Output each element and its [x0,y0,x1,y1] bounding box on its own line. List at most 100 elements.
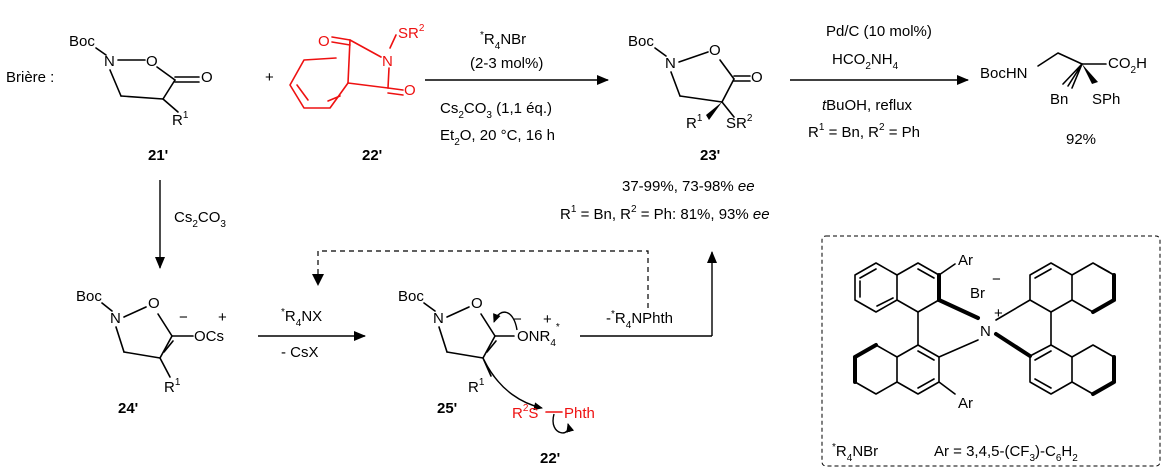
nh-sub: 4 [893,61,899,72]
minus: - [606,310,611,327]
bromide-charge: − [992,271,1001,288]
eq-ph: = Ph [885,124,920,141]
ar-def-c: H [1061,443,1072,460]
electron-arrow-enolate [493,311,518,331]
star: * [556,322,560,333]
anion-charge: − [513,311,522,328]
compound-23: Boc N O O R1 SR2 23' [628,33,763,164]
cs: Cs [440,100,458,117]
carbonyl-o-top: O [318,33,330,50]
ar-upper: Ar [958,252,973,269]
yield-ee: 37-99%, 73-98% [622,178,738,195]
sph-label: SPh [1092,91,1120,108]
r1: R [808,124,819,141]
et-sub: 2 [454,137,460,148]
compound-label-24: 24' [118,400,138,417]
r2s-label: R2S [512,403,538,422]
r-label: R1 [172,110,189,129]
r2-sup: 2 [879,122,885,133]
product-amino-acid: BocHN CO2H Bn SPh 92% [980,52,1147,148]
star: * [281,307,285,318]
s-letter: S [528,405,538,422]
ar-def-b: )-C [1035,443,1056,460]
nbr: NBr [852,443,878,460]
ring-o: O [146,53,158,70]
carbonyl-o-right: O [404,82,416,99]
compound-22: SR2 N O O 22' [289,23,425,164]
r-superscript: 1 [183,110,189,121]
r-superscript: 2 [523,403,529,414]
co-sub: 3 [220,219,226,230]
ammonium-n: N [980,323,991,340]
base-reagent: Cs2CO3 (1,1 éq.) [440,100,552,121]
nphth: NPhth [631,310,673,327]
boc-label: Boc [398,288,424,305]
ammonium-charge: + [994,305,1003,322]
catalyst-label: *R4NBr [832,442,878,464]
r-letter: R [615,310,626,327]
h: H [1136,55,1147,72]
bn-label: Bn [1050,91,1068,108]
ar-lower: Ar [958,395,973,412]
ring-n: N [104,53,115,70]
imide-n: N [382,53,393,70]
s-label: SR2 [398,23,425,42]
ocs-label: OCs [194,328,224,345]
catalyst-reagent: *R4NBr [480,30,526,52]
r-subscript: 4 [495,41,501,52]
ee-italic: ee [738,178,755,195]
ee-italic: ee [753,206,770,223]
ar-def-a: Ar = 3,4,5-(CF [934,443,1029,460]
r1-sup: 1 [571,204,577,215]
r-letter: R [512,405,523,422]
csx-byproduct: - CsX [281,344,319,361]
r-superscript: 2 [419,23,425,34]
nbr: NBr [500,31,526,48]
r-superscript: 1 [479,377,485,388]
co-sub: 3 [486,110,492,121]
co: CO [464,100,487,117]
ring-o: O [471,295,483,312]
release-label: -*R4NPhth [606,309,673,331]
solvent: tBuOH, reflux [822,97,913,114]
cf-sub: 3 [1029,453,1035,464]
co-sub: 2 [1131,65,1137,76]
r-letter: R [285,308,296,325]
nx: NX [301,308,322,325]
eq-ph-yield: = Ph: 81%, 93% [637,206,753,223]
compound-24: Boc N O OCs − + R1 24' [76,288,227,417]
r-letter: R [408,25,419,42]
boc-label: Boc [69,33,95,50]
ring-n: N [433,310,444,327]
r-subscript: 4 [847,453,853,464]
electrophile-22: R2S Phth 22' [512,403,595,467]
plus-sign: + [265,69,274,86]
cation-charge: + [543,311,552,328]
carbonyl-o: O [751,69,763,86]
r1: R [560,206,571,223]
r-subscript: 4 [626,320,632,331]
arrow-ring-opening: Pd/C (10 mol%) HCO2NH4 tBuOH, reflux R1 … [790,23,969,141]
r-letter: R [164,379,175,396]
r-superscript: 1 [697,113,703,124]
arrow-cation-exchange: *R4NX - CsX [258,307,366,361]
compound-label-22: 22' [362,147,382,164]
cs: Cs [174,209,192,226]
equiv: (1,1 éq.) [492,100,552,117]
results-line-2: R1 = Bn, R2 = Ph: 81%, 93% ee [560,204,770,223]
star: * [611,309,615,320]
hco: HCO [832,51,865,68]
arrow-catalyst-release: -*R4NPhth [580,251,717,337]
arrow-sulfenylation: *R4NBr (2-3 mol%) Cs2CO3 (1,1 éq.) Et2O,… [425,30,609,148]
electron-arrow-attack [483,359,543,411]
s-letter: S [726,115,736,132]
r-label: R1 [468,377,485,396]
r-letter: R [686,115,697,132]
ring-n: N [110,310,121,327]
r-letter: R [484,31,495,48]
r-subscript: 4 [550,338,556,349]
bochn-label: BocHN [980,65,1028,82]
r-label: R1 [164,377,181,396]
compound-label-25: 25' [437,400,457,417]
